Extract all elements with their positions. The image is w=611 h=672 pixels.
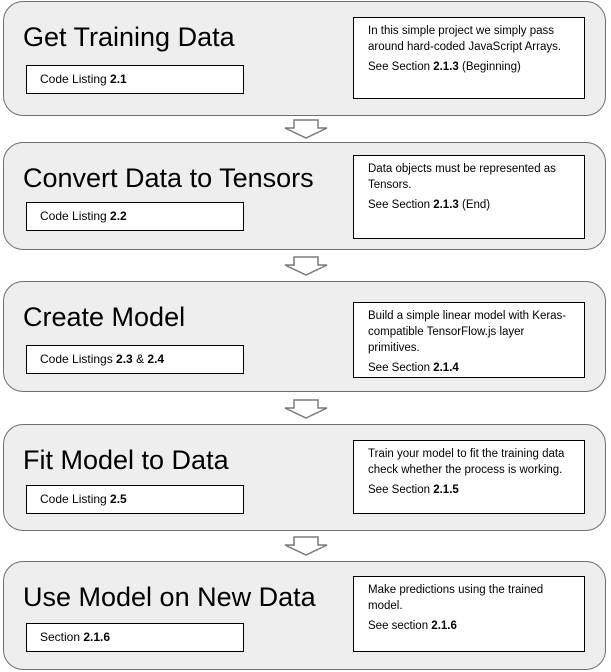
ref-section-number: 2.1.4	[433, 362, 459, 374]
listing-prefix: Code Listing	[40, 492, 111, 506]
ref-prefix: See Section	[368, 484, 434, 496]
section-reference: See Section 2.1.3 (Beginning)	[368, 59, 576, 75]
step-title: Use Model on New Data	[23, 582, 316, 612]
listing-number: 2.1	[110, 72, 127, 86]
code-listing-box: Code Listings 2.3 & 2.4	[26, 345, 244, 374]
step-title: Fit Model to Data	[23, 445, 229, 475]
listing-prefix: Code Listing	[40, 209, 111, 223]
ref-suffix: (End)	[458, 199, 491, 211]
step-use-model-on-new-data: Use Model on New Data Section 2.1.6 Make…	[3, 561, 606, 670]
step-convert-data-to-tensors: Convert Data to Tensors Code Listing 2.2…	[3, 142, 606, 250]
down-arrow-icon	[284, 399, 328, 419]
ref-section-number: 2.1.5	[433, 484, 459, 496]
listing-number: 2.3	[116, 352, 133, 366]
step-fit-model-to-data: Fit Model to Data Code Listing 2.5 Train…	[3, 424, 606, 531]
step-title: Get Training Data	[23, 22, 235, 52]
step-title: Convert Data to Tensors	[23, 163, 314, 193]
listing-number: 2.2	[110, 209, 127, 223]
down-arrow-icon	[284, 119, 328, 139]
note-description: Data objects must be represented as Tens…	[368, 163, 556, 191]
listing-prefix: Code Listing	[40, 72, 111, 86]
listing-prefix: Section	[40, 630, 84, 644]
section-reference: See section 2.1.6	[368, 618, 576, 634]
listing-number: 2.1.6	[83, 630, 111, 644]
section-reference: See Section 2.1.5	[368, 482, 576, 498]
code-listing-box: Code Listing 2.2	[26, 202, 244, 231]
code-listing-box: Code Listing 2.1	[26, 65, 244, 94]
note-box: In this simple project we simply pass ar…	[353, 17, 585, 99]
section-reference: See Section 2.1.3 (End)	[368, 197, 576, 213]
note-description: In this simple project we simply pass ar…	[368, 25, 562, 53]
note-box: Train your model to fit the training dat…	[353, 440, 585, 514]
note-description: Make predictions using the trained model…	[368, 584, 544, 612]
note-box: Build a simple linear model with Keras-c…	[353, 302, 585, 378]
ref-section-number: 2.1.3	[433, 199, 459, 211]
note-box: Data objects must be represented as Tens…	[353, 155, 585, 239]
section-reference: See Section 2.1.4	[368, 360, 576, 376]
step-create-model: Create Model Code Listings 2.3 & 2.4 Bui…	[3, 281, 606, 392]
note-description: Build a simple linear model with Keras-c…	[368, 310, 567, 354]
listing-prefix: Code Listings	[40, 352, 117, 366]
listing-number: 2.5	[110, 492, 127, 506]
ref-suffix: (Beginning)	[458, 61, 521, 73]
down-arrow-icon	[284, 536, 328, 556]
step-title: Create Model	[23, 302, 186, 332]
ref-prefix: See Section	[368, 61, 434, 73]
ref-section-number: 2.1.6	[431, 620, 457, 632]
ref-section-number: 2.1.3	[433, 61, 459, 73]
note-box: Make predictions using the trained model…	[353, 576, 585, 652]
ref-prefix: See Section	[368, 199, 434, 211]
note-description: Train your model to fit the training dat…	[368, 448, 565, 476]
code-listing-box: Code Listing 2.5	[26, 485, 244, 514]
step-get-training-data: Get Training Data Code Listing 2.1 In th…	[3, 1, 606, 116]
listing-separator: &	[132, 352, 148, 366]
down-arrow-icon	[284, 256, 328, 276]
code-listing-box: Section 2.1.6	[26, 623, 244, 652]
listing-number-2: 2.4	[147, 352, 165, 366]
ref-prefix: See section	[368, 620, 432, 632]
ref-prefix: See Section	[368, 362, 434, 374]
